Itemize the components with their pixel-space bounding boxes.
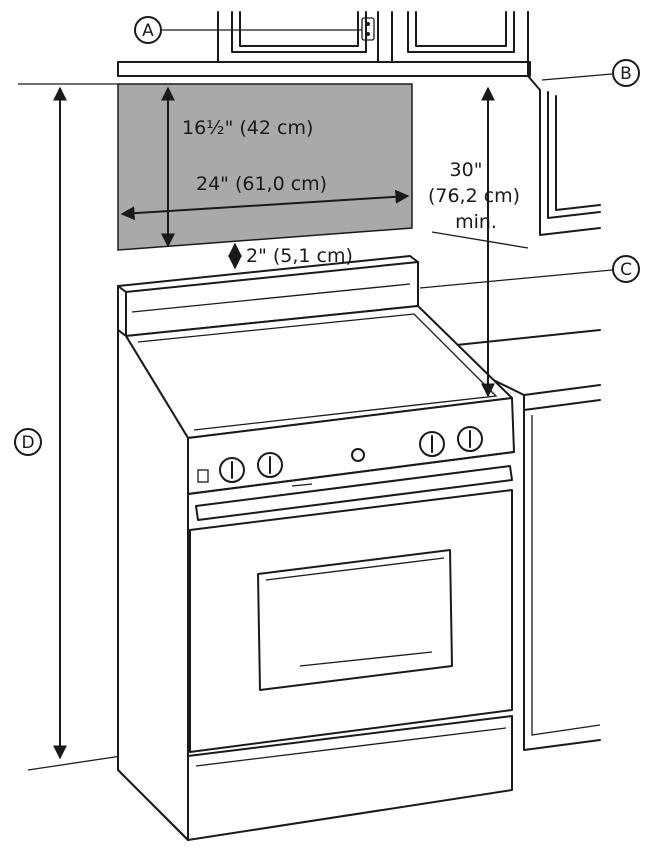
clearance-cm-label: (76,2 cm) bbox=[428, 185, 520, 207]
callout-d-letter: D bbox=[21, 433, 34, 453]
shaded-clearance-area bbox=[117, 83, 413, 251]
clearance-note-label: min. bbox=[455, 211, 497, 233]
callout-leaders bbox=[162, 29, 613, 289]
wall-and-floor-lines bbox=[18, 83, 529, 771]
height-dimension-label: 16½" (42 cm) bbox=[182, 117, 313, 139]
gap-dimension-label: 2" (5,1 cm) bbox=[246, 245, 353, 267]
callout-c: C bbox=[612, 255, 640, 283]
dimension-width-line bbox=[120, 189, 410, 221]
callout-a-letter: A bbox=[142, 21, 154, 41]
callout-d: D bbox=[14, 428, 42, 456]
callout-c-letter: C bbox=[620, 260, 632, 280]
width-dimension-label: 24" (61,0 cm) bbox=[196, 173, 327, 195]
clearance-inches-label: 30" bbox=[450, 159, 483, 181]
callout-b: B bbox=[612, 59, 640, 87]
upper-cabinets bbox=[117, 11, 531, 77]
range bbox=[117, 255, 515, 841]
dimension-lines bbox=[53, 86, 495, 760]
callout-b-letter: B bbox=[620, 64, 632, 84]
control-knobs bbox=[197, 426, 483, 483]
callout-a: A bbox=[134, 16, 162, 44]
